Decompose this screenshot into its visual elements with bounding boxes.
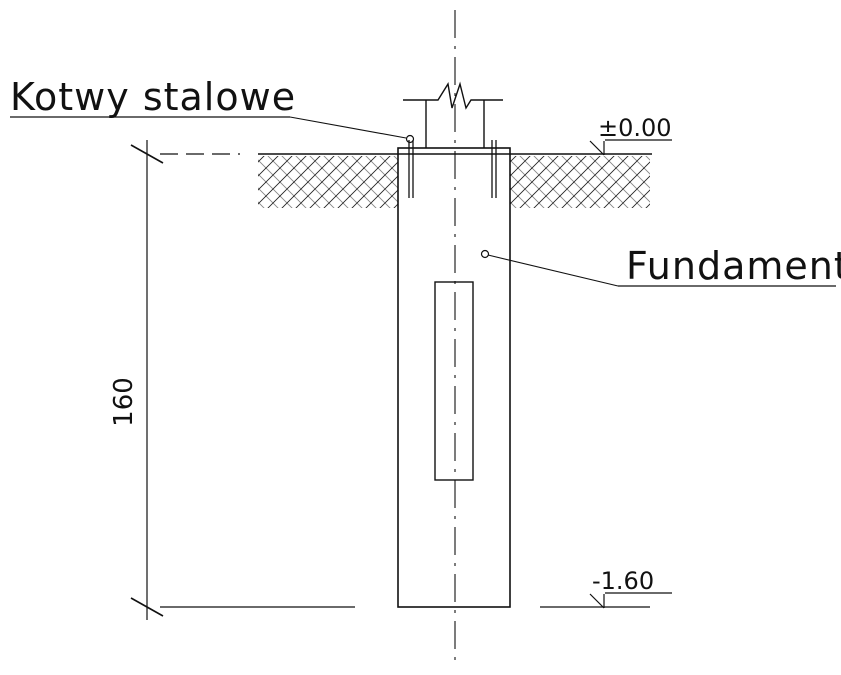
anchor-right <box>491 140 497 198</box>
level-bottom-label: -1.60 <box>592 567 654 595</box>
anchor-left <box>405 134 415 198</box>
soil-hatch-left <box>258 156 398 208</box>
level-marker-top <box>589 139 672 156</box>
dimension-label: 160 <box>109 377 139 427</box>
level-top-label: ±0.00 <box>598 114 672 142</box>
foundation-opening <box>434 281 474 481</box>
anchors-label: Kotwy stalowe <box>10 75 296 119</box>
anchors-leader <box>289 116 407 139</box>
foundation-leader-dot <box>480 249 490 259</box>
foundation-label: Fundament <box>626 244 841 288</box>
foundation-block <box>397 147 511 608</box>
dimension-160 <box>130 140 164 620</box>
level-marker-bottom <box>589 592 672 609</box>
soil-hatch-right <box>510 156 650 208</box>
foundation-leader <box>487 254 619 287</box>
post-with-break <box>403 81 503 148</box>
